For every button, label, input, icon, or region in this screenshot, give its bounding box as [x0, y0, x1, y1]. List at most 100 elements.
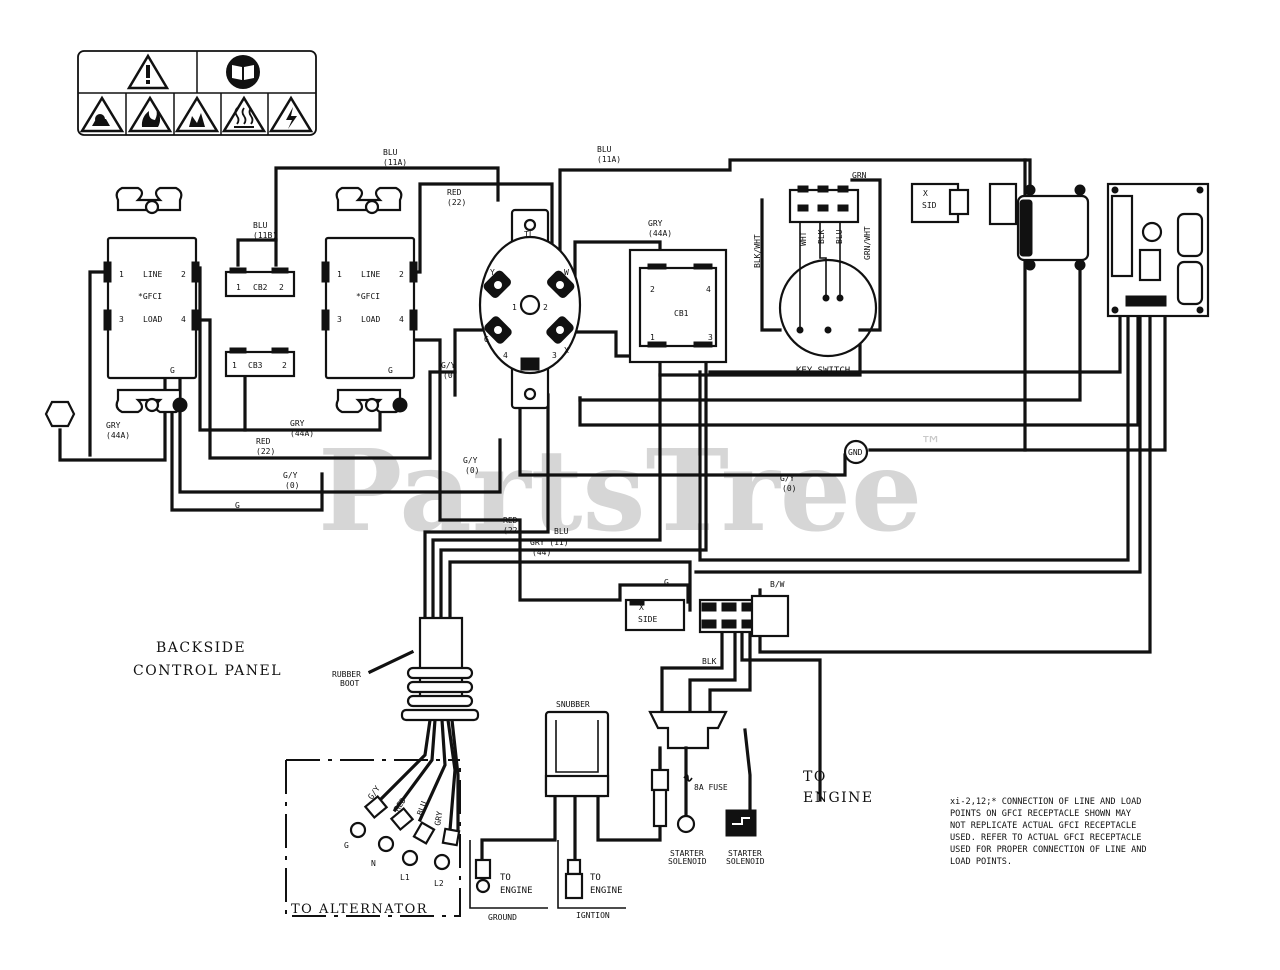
alt-wire-n: N — [371, 859, 376, 868]
wl-gy0-right-a: G/Y — [780, 474, 795, 483]
to-engine-ign-a: TO — [590, 873, 601, 883]
wire-label-wht: WHT — [799, 231, 808, 246]
explosion-icon — [174, 95, 220, 133]
fuse-holder: 8A FUSE STARTER SOLENOID STARTER SOLENOI… — [648, 710, 765, 866]
cb3-t2: 2 — [282, 361, 287, 370]
gfci-right-t3: 3 — [337, 315, 342, 324]
wl-gry44-c: (44) — [532, 548, 551, 557]
fuse-label: 8A FUSE — [694, 783, 728, 792]
gfci-note: xi-2,12;* CONNECTION OF LINE AND LOAD PO… — [950, 797, 1147, 867]
cb1-t1: 1 — [650, 333, 655, 342]
wl-gry44a-left-b: (44A) — [106, 431, 130, 440]
circuit-breaker-cb1: 2 4 CB1 1 3 — [628, 248, 728, 364]
to-engine-ground-b: ENGINE — [500, 886, 533, 896]
gfci-right-line: LINE — [361, 270, 380, 279]
cb2-label: CB2 — [253, 283, 268, 292]
wl-red22-harness-b: (22) — [503, 526, 522, 535]
wl-gy0-twist-b: (0) — [443, 371, 457, 380]
gfci-right-name: *GFCI — [356, 292, 380, 301]
wl-red22-top-b: (22) — [447, 198, 466, 207]
to-engine-label-a: TO — [803, 769, 827, 785]
twistlock-1: 1 — [512, 303, 517, 312]
twistlock-tl: TL — [524, 230, 534, 239]
wl-blu11-a: BLU — [554, 527, 569, 536]
cb2-t1: 1 — [236, 283, 241, 292]
cb1-label: CB1 — [674, 309, 689, 318]
wl-g-bottom: G — [235, 501, 240, 510]
gfci-right-t1: 1 — [337, 270, 342, 279]
twistlock-4: 4 — [503, 351, 508, 360]
to-engine-ign-b: ENGINE — [590, 886, 623, 896]
side-connector: X SIDE — [624, 598, 686, 632]
ground-lug-icon — [44, 400, 76, 428]
wl-blu11a-top-b: (11A) — [383, 158, 407, 167]
wire-label-grn-wht: GRN/WHT — [863, 226, 872, 260]
twistlock-x: X — [564, 346, 569, 355]
to-alternator-label: TO ALTERNATOR — [291, 902, 428, 917]
toxic-fumes-icon — [79, 95, 125, 133]
twistlock-receptacle: TL Y W 1 2 3 4 G X — [478, 208, 582, 410]
note-line-2: POINTS ON GFCI RECEPTACLE SHOWN MAY — [950, 809, 1132, 819]
gnd-terminal: GND — [843, 439, 869, 465]
wl-gy0-center-b: (0) — [465, 466, 479, 475]
ground-label: GROUND — [488, 913, 517, 922]
to-engine-ground-a: TO — [500, 873, 511, 883]
gfci-right-g: G — [388, 366, 393, 375]
wire-label-blk-ks: BLK — [817, 229, 826, 244]
alt-wire-l1: L1 — [400, 873, 410, 882]
gfci-receptacle-left: 1 2 3 4 LINE *GFCI LOAD G — [103, 186, 200, 414]
gfci-right-load: LOAD — [361, 315, 380, 324]
rubber-boot-label-a: RUBBER — [332, 670, 361, 679]
note-line-5: USED FOR PROPER CONNECTION OF LINE AND — [950, 845, 1147, 855]
wl-g-conn: G — [664, 578, 669, 587]
twistlock-y: Y — [490, 268, 495, 277]
starter-solenoid-1-a: STARTER — [670, 849, 704, 858]
gfci-right-t2: 2 — [399, 270, 404, 279]
wl-red22-mid-b: (22) — [256, 447, 275, 456]
twistlock-g: G — [484, 335, 489, 344]
caution-icon — [126, 53, 170, 90]
wl-gry44a-mid-a: GRY — [290, 419, 305, 428]
sid-connector-label: SID — [922, 201, 937, 210]
wl-red22-mid-a: RED — [256, 437, 271, 446]
shock-hazard-icon — [268, 95, 314, 133]
wl-blu11a-right-b: (11A) — [597, 155, 621, 164]
starter-solenoid-1-b: SOLENOID — [668, 857, 707, 866]
wl-gry44a-mid-b: (44A) — [290, 429, 314, 438]
engine-harness-connector — [698, 594, 790, 638]
circuit-breaker-cb3: 1 CB3 2 — [224, 347, 296, 378]
gfci-left-t4: 4 — [181, 315, 186, 324]
wire-labels: BLU (11A) BLU (11A) BLU (11B) RED (22) G… — [106, 145, 796, 666]
alt-wire-gry: GRY — [433, 810, 444, 826]
cb3-t1: 1 — [232, 361, 237, 370]
wl-gy0-mid-a: G/Y — [283, 471, 298, 480]
cb2-t2: 2 — [279, 283, 284, 292]
key-switch: KEY SWITCH GRN BLK/WHT WHT BLK BLU GRN/W… — [753, 171, 882, 376]
backside-label: BACKSIDE — [156, 640, 246, 656]
wire-label-blk-wht: BLK/WHT — [753, 234, 762, 268]
watermark-tm: ™ — [920, 433, 942, 458]
manual-icon — [226, 55, 260, 89]
gfci-left-t2: 2 — [181, 270, 186, 279]
wl-gry44a-left-a: GRY — [106, 421, 121, 430]
twistlock-3: 3 — [552, 351, 557, 360]
sid-connector-x: X — [923, 189, 928, 198]
wire-label-blu-ks: BLU — [835, 229, 844, 244]
cb3-label: CB3 — [248, 361, 263, 370]
wl-red22-harness-a: RED — [503, 516, 518, 525]
note-line-6: LOAD POINTS. — [950, 857, 1012, 867]
wires — [58, 158, 1167, 872]
wl-bw: B/W — [770, 580, 785, 589]
ignition-label: IGNTION — [576, 911, 610, 920]
gfci-left-g: G — [170, 366, 175, 375]
cb1-t2: 2 — [650, 285, 655, 294]
sid-connector: X SID — [910, 182, 970, 224]
wl-gy0-center-a: G/Y — [463, 456, 478, 465]
gfci-right-t4: 4 — [399, 315, 404, 324]
starter-solenoid-2-b: SOLENOID — [726, 857, 765, 866]
snubber-label: SNUBBER — [556, 700, 590, 709]
alt-wire-g: G — [344, 841, 349, 850]
alternator-leads: G N L1 L2 G/Y RED BLU GRY TO ALTERNATOR — [285, 759, 461, 917]
wl-gy0-mid-b: (0) — [285, 481, 299, 490]
side-connector-x: X — [639, 603, 644, 612]
